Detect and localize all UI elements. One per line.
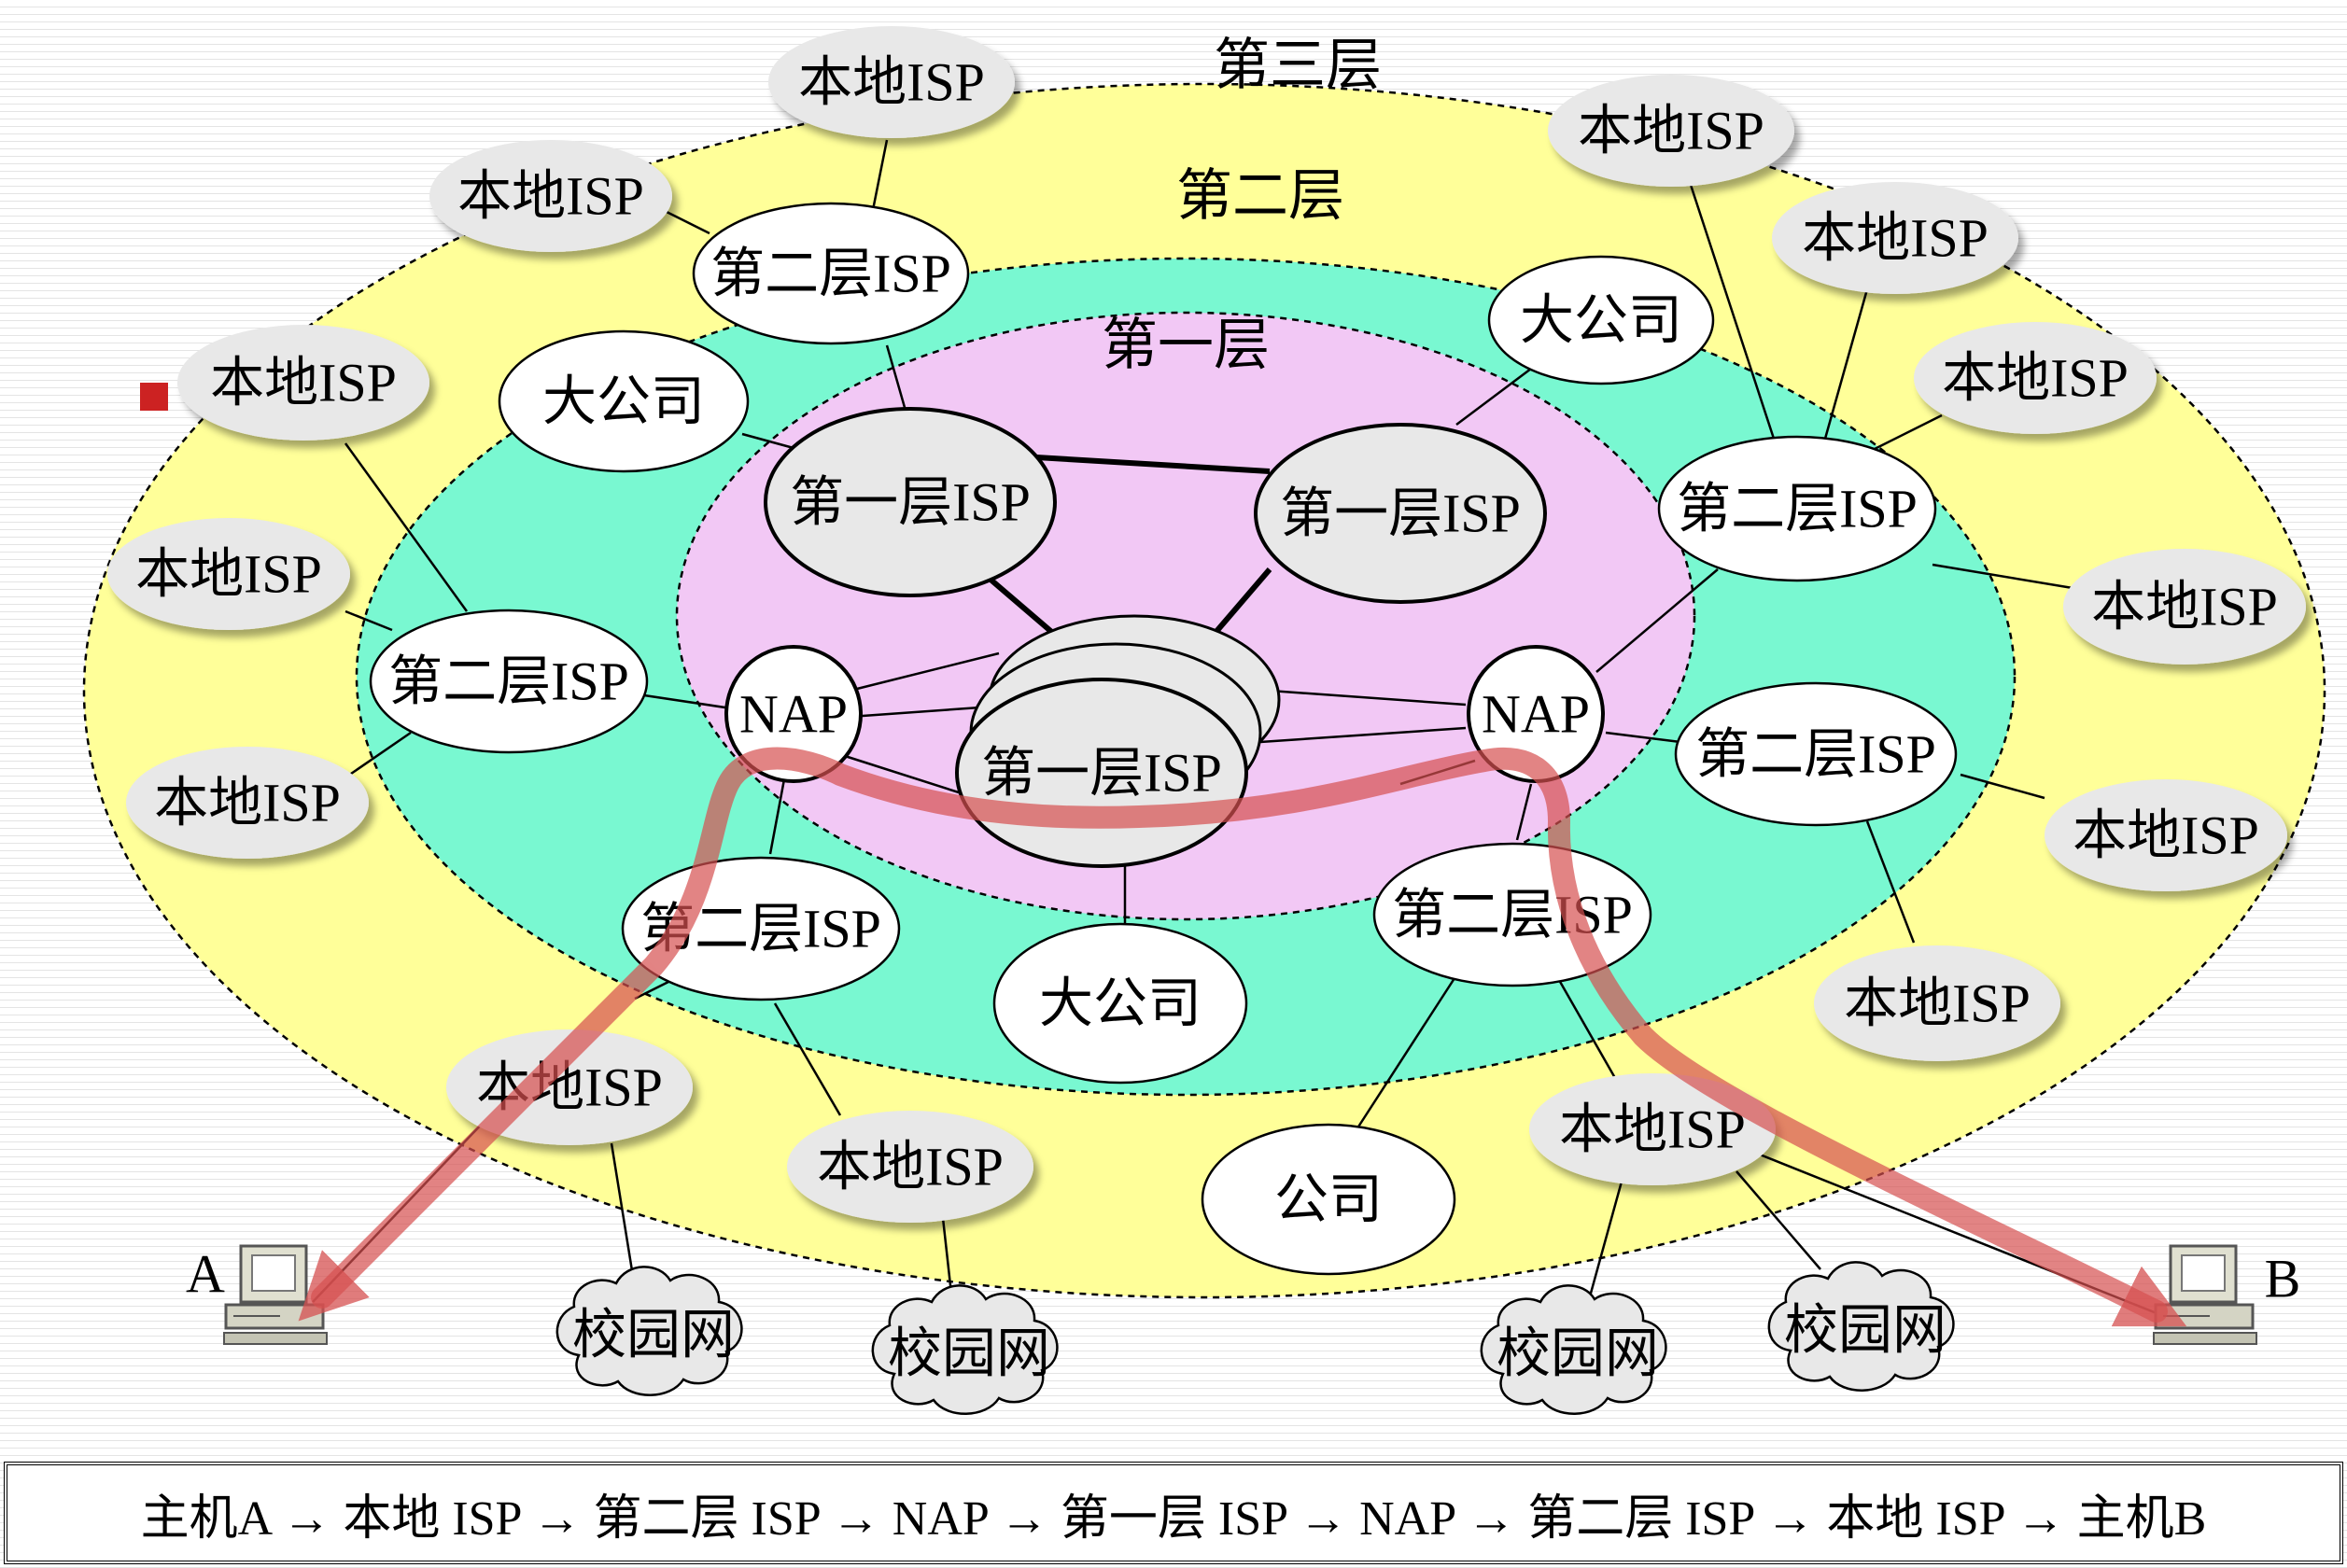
svg-text:本地ISP: 本地ISP: [457, 166, 644, 227]
svg-text:本地ISP: 本地ISP: [2091, 577, 2278, 637]
svg-text:A: A: [186, 1244, 225, 1305]
svg-text:校园网: 校园网: [888, 1323, 1050, 1384]
route-caption: 主机A → 本地 ISP → 第二层 ISP → NAP → 第一层 ISP →…: [4, 1462, 2343, 1564]
svg-text:第二层ISP: 第二层ISP: [710, 244, 951, 304]
svg-text:大公司: 大公司: [1039, 973, 1202, 1034]
tier1-isp-node: 第一层ISP: [764, 407, 1057, 597]
campus-cloud: 校园网: [871, 1284, 1059, 1415]
svg-text:第二层ISP: 第二层ISP: [1677, 479, 1918, 539]
local-isp-node: 本地ISP: [429, 140, 672, 252]
svg-text:本地ISP: 本地ISP: [1802, 208, 1989, 269]
svg-text:本地ISP: 本地ISP: [817, 1137, 1004, 1197]
svg-text:第二层ISP: 第二层ISP: [1695, 724, 1936, 785]
svg-text:本地ISP: 本地ISP: [135, 544, 322, 605]
svg-text:校园网: 校园网: [1497, 1323, 1659, 1384]
tier2-isp-node: 第二层ISP: [1372, 842, 1652, 987]
svg-text:校园网: 校园网: [572, 1305, 735, 1365]
campus-group: 校园网 校园网 校园网 校园网: [555, 1261, 1955, 1415]
local-isp-node: 本地ISP: [768, 26, 1015, 138]
tier2-isp-node: 第二层ISP: [1657, 435, 1937, 582]
bullet-marker: [140, 383, 168, 411]
campus-cloud: 校园网: [1767, 1261, 1955, 1392]
route-caption-text: 主机A → 本地 ISP → 第二层 ISP → NAP → 第一层 ISP →…: [140, 1491, 2207, 1546]
svg-text:NAP: NAP: [739, 684, 848, 745]
local-isp-node: 本地ISP: [787, 1111, 1033, 1223]
host-a: A: [186, 1244, 328, 1345]
svg-text:大公司: 大公司: [1520, 290, 1682, 351]
svg-text:本地ISP: 本地ISP: [1942, 348, 2129, 409]
svg-text:第一层ISP: 第一层ISP: [790, 472, 1031, 533]
local-isp-node: 本地ISP: [107, 518, 350, 630]
tier2-group: 第二层ISP 第二层ISP 第二层ISP 第二层ISP 第二层ISP 第二层IS…: [369, 202, 1958, 1276]
svg-text:第一层ISP: 第一层ISP: [1280, 483, 1521, 544]
svg-text:本地ISP: 本地ISP: [1559, 1099, 1746, 1160]
svg-text:第二层ISP: 第二层ISP: [388, 651, 629, 712]
local-isp-node: 本地ISP: [1814, 945, 2060, 1061]
tier1-isp-node: 第一层ISP: [1254, 423, 1547, 604]
svg-text:本地ISP: 本地ISP: [798, 52, 985, 113]
tier2-isp-node: 第二层ISP: [621, 856, 901, 1001]
svg-text:本地ISP: 本地ISP: [2073, 805, 2259, 866]
route-path: [311, 747, 2187, 1327]
local-isp-node: 本地ISP: [2063, 549, 2306, 665]
local-isp-node: 本地ISP: [1548, 75, 1794, 187]
big-company-node: 大公司: [992, 922, 1248, 1085]
local-isp-group: 本地ISP 本地ISP 本地ISP 本地ISP 本地ISP 本地ISP 本地IS…: [107, 26, 2306, 1223]
nap-node: NAP: [1467, 645, 1605, 783]
svg-text:公司: 公司: [1274, 1169, 1383, 1230]
local-isp-node: 本地ISP: [1529, 1073, 1776, 1185]
big-company-node: 大公司: [498, 329, 750, 473]
tier2-isp-node: 第二层ISP: [369, 609, 649, 754]
connections: [312, 139, 2176, 1323]
svg-text:校园网: 校园网: [1784, 1300, 1946, 1361]
svg-text:B: B: [2265, 1249, 2301, 1309]
local-isp-node: 本地ISP: [126, 747, 369, 859]
tier2-isp-node: 第二层ISP: [692, 202, 970, 345]
svg-text:本地ISP: 本地ISP: [1844, 973, 2031, 1034]
tier3-label: 第三层: [1214, 35, 1382, 96]
svg-text:NAP: NAP: [1482, 684, 1590, 745]
local-isp-node: 本地ISP: [177, 325, 429, 441]
tier1-label: 第一层: [1102, 315, 1270, 376]
nap-node: NAP: [724, 645, 863, 783]
campus-cloud: 校园网: [555, 1266, 743, 1396]
tier1-isp-node: 第一层ISP: [955, 678, 1248, 868]
campus-cloud: 校园网: [1480, 1284, 1667, 1415]
host-b: B: [2153, 1244, 2301, 1345]
local-isp-node: 本地ISP: [1914, 322, 2157, 434]
big-company-node: 大公司: [1487, 255, 1715, 385]
svg-text:本地ISP: 本地ISP: [210, 353, 397, 413]
svg-text:大公司: 大公司: [542, 371, 705, 432]
isp-hierarchy-diagram: 本地ISP 本地ISP 本地ISP 本地ISP 本地ISP 本地ISP 本地IS…: [82, 26, 2326, 1415]
svg-text:本地ISP: 本地ISP: [1578, 101, 1764, 161]
local-isp-node: 本地ISP: [1772, 182, 2018, 294]
svg-text:本地ISP: 本地ISP: [154, 773, 341, 833]
tier2-isp-node: 第二层ISP: [1674, 681, 1958, 827]
local-isp-node: 本地ISP: [2045, 779, 2287, 891]
company-node: 公司: [1201, 1123, 1456, 1276]
svg-text:第二层ISP: 第二层ISP: [1392, 885, 1633, 945]
svg-text:第一层ISP: 第一层ISP: [981, 743, 1222, 804]
tier2-label: 第二层: [1176, 165, 1344, 227]
